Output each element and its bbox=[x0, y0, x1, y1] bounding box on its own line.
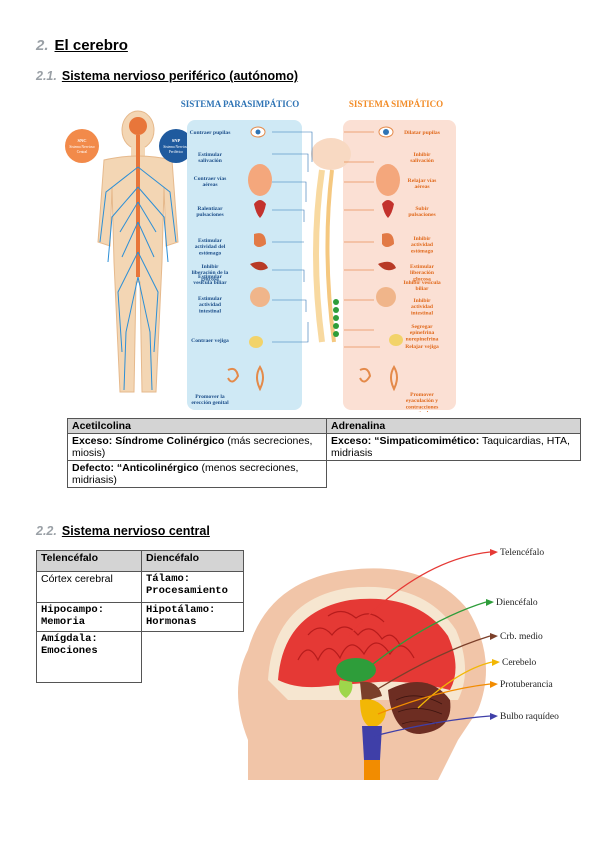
sympathetic-item: Dilatar pupilas bbox=[404, 130, 441, 136]
section-number: 2.1. bbox=[36, 69, 57, 83]
svg-text:Sistema Nervioso: Sistema Nervioso bbox=[163, 145, 189, 149]
cns-table: Telencéfalo Diencéfalo Córtex cerebral T… bbox=[36, 550, 244, 683]
telencefalo-region bbox=[278, 598, 456, 690]
svg-text:SNC: SNC bbox=[77, 138, 86, 143]
heading-text: El cerebro bbox=[54, 37, 128, 54]
table-header-row: Telencéfalo Diencéfalo bbox=[36, 550, 244, 572]
table-row: Hipocampo: Memoria Hipotálamo: Hormonas bbox=[36, 602, 244, 632]
parasympathetic-item: Contraer vejiga bbox=[191, 338, 229, 344]
table-cell: Tálamo: Procesamiento bbox=[141, 571, 244, 603]
header-adrenalina: Adrenalina bbox=[326, 418, 581, 434]
label-bulbo-raquideo: Bulbo raquídeo bbox=[500, 712, 559, 722]
section-number: 2.2. bbox=[36, 524, 57, 538]
page-heading: 2. El cerebro bbox=[36, 37, 128, 54]
sympathetic-panel bbox=[343, 120, 456, 410]
neurotransmitter-table: Acetilcolina Adrenalina Exceso: Síndrome… bbox=[67, 418, 581, 488]
cell-defecto-acetilcolina: Defecto: “Anticolinérgico (menos secreci… bbox=[67, 460, 327, 488]
cell-exceso-acetilcolina: Exceso: Síndrome Colinérgico (más secrec… bbox=[67, 433, 327, 461]
protuberancia-region bbox=[360, 699, 386, 728]
section-title: Sistema nervioso periférico (autónomo) bbox=[61, 69, 299, 83]
label-telencefalo: Telencéfalo bbox=[500, 547, 544, 558]
table-row: Exceso: Síndrome Colinérgico (más secrec… bbox=[67, 433, 581, 461]
svg-text:Periférico: Periférico bbox=[169, 150, 183, 154]
mesencefalo-region bbox=[360, 681, 382, 702]
table-header-row: Acetilcolina Adrenalina bbox=[67, 418, 581, 434]
parasympathetic-title: SISTEMA PARASIMPÁTICO bbox=[181, 99, 300, 109]
table-cell: Amígdala: Emociones bbox=[36, 631, 142, 683]
section-heading-22: 2.2. Sistema nervioso central bbox=[36, 524, 210, 538]
svg-text:Sistema Nervioso: Sistema Nervioso bbox=[69, 145, 95, 149]
parasympathetic-panel bbox=[187, 120, 302, 410]
table-row: Córtex cerebral Tálamo: Procesamiento bbox=[36, 571, 244, 603]
table-row: Amígdala: Emociones bbox=[36, 631, 244, 683]
header-diencefalo: Diencéfalo bbox=[141, 550, 244, 572]
header-acetilcolina: Acetilcolina bbox=[67, 418, 327, 434]
label-cerebelo: Cerebelo bbox=[502, 658, 537, 668]
section-title: Sistema nervioso central bbox=[61, 524, 210, 538]
parasympathetic-item: Contraer pupilas bbox=[190, 130, 232, 136]
table-cell: Córtex cerebral bbox=[36, 571, 142, 603]
sympathetic-title: SISTEMA SIMPÁTICO bbox=[349, 99, 443, 109]
human-body-figure bbox=[97, 110, 179, 393]
table-cell: Hipotálamo: Hormonas bbox=[141, 602, 244, 632]
table-cell: Hipocampo: Memoria bbox=[36, 602, 142, 632]
table-row: Defecto: “Anticolinérgico (menos secreci… bbox=[67, 460, 581, 488]
snp-badge bbox=[159, 129, 193, 163]
header-telencefalo: Telencéfalo bbox=[36, 550, 142, 572]
brain-outline bbox=[311, 138, 351, 170]
diencefalo-region bbox=[336, 658, 376, 682]
autonomic-nervous-system-figure: SNC Sistema Nervioso Central SNP Sistema… bbox=[65, 99, 456, 412]
svg-text:SNP: SNP bbox=[172, 138, 181, 143]
snc-badge bbox=[65, 129, 99, 163]
organ-icons bbox=[227, 126, 403, 392]
section-heading-21: 2.1. Sistema nervioso periférico (autónom… bbox=[36, 69, 298, 83]
sympathetic-item: Relajar vejiga bbox=[405, 344, 439, 350]
brain-sagittal-figure: Telencéfalo Diencéfalo Crb. medio Cerebe… bbox=[238, 547, 559, 780]
cell-exceso-adrenalina: Exceso: “Simpaticomimético: Taquicardias… bbox=[326, 433, 581, 461]
svg-text:Central: Central bbox=[77, 150, 88, 154]
label-protuberancia: Protuberancia bbox=[500, 680, 554, 690]
label-crb-medio: Crb. medio bbox=[500, 632, 543, 642]
heading-number: 2. bbox=[36, 37, 49, 54]
table-cell bbox=[141, 631, 244, 683]
bulbo-region bbox=[362, 726, 382, 760]
label-diencefalo: Diencéfalo bbox=[496, 597, 538, 608]
